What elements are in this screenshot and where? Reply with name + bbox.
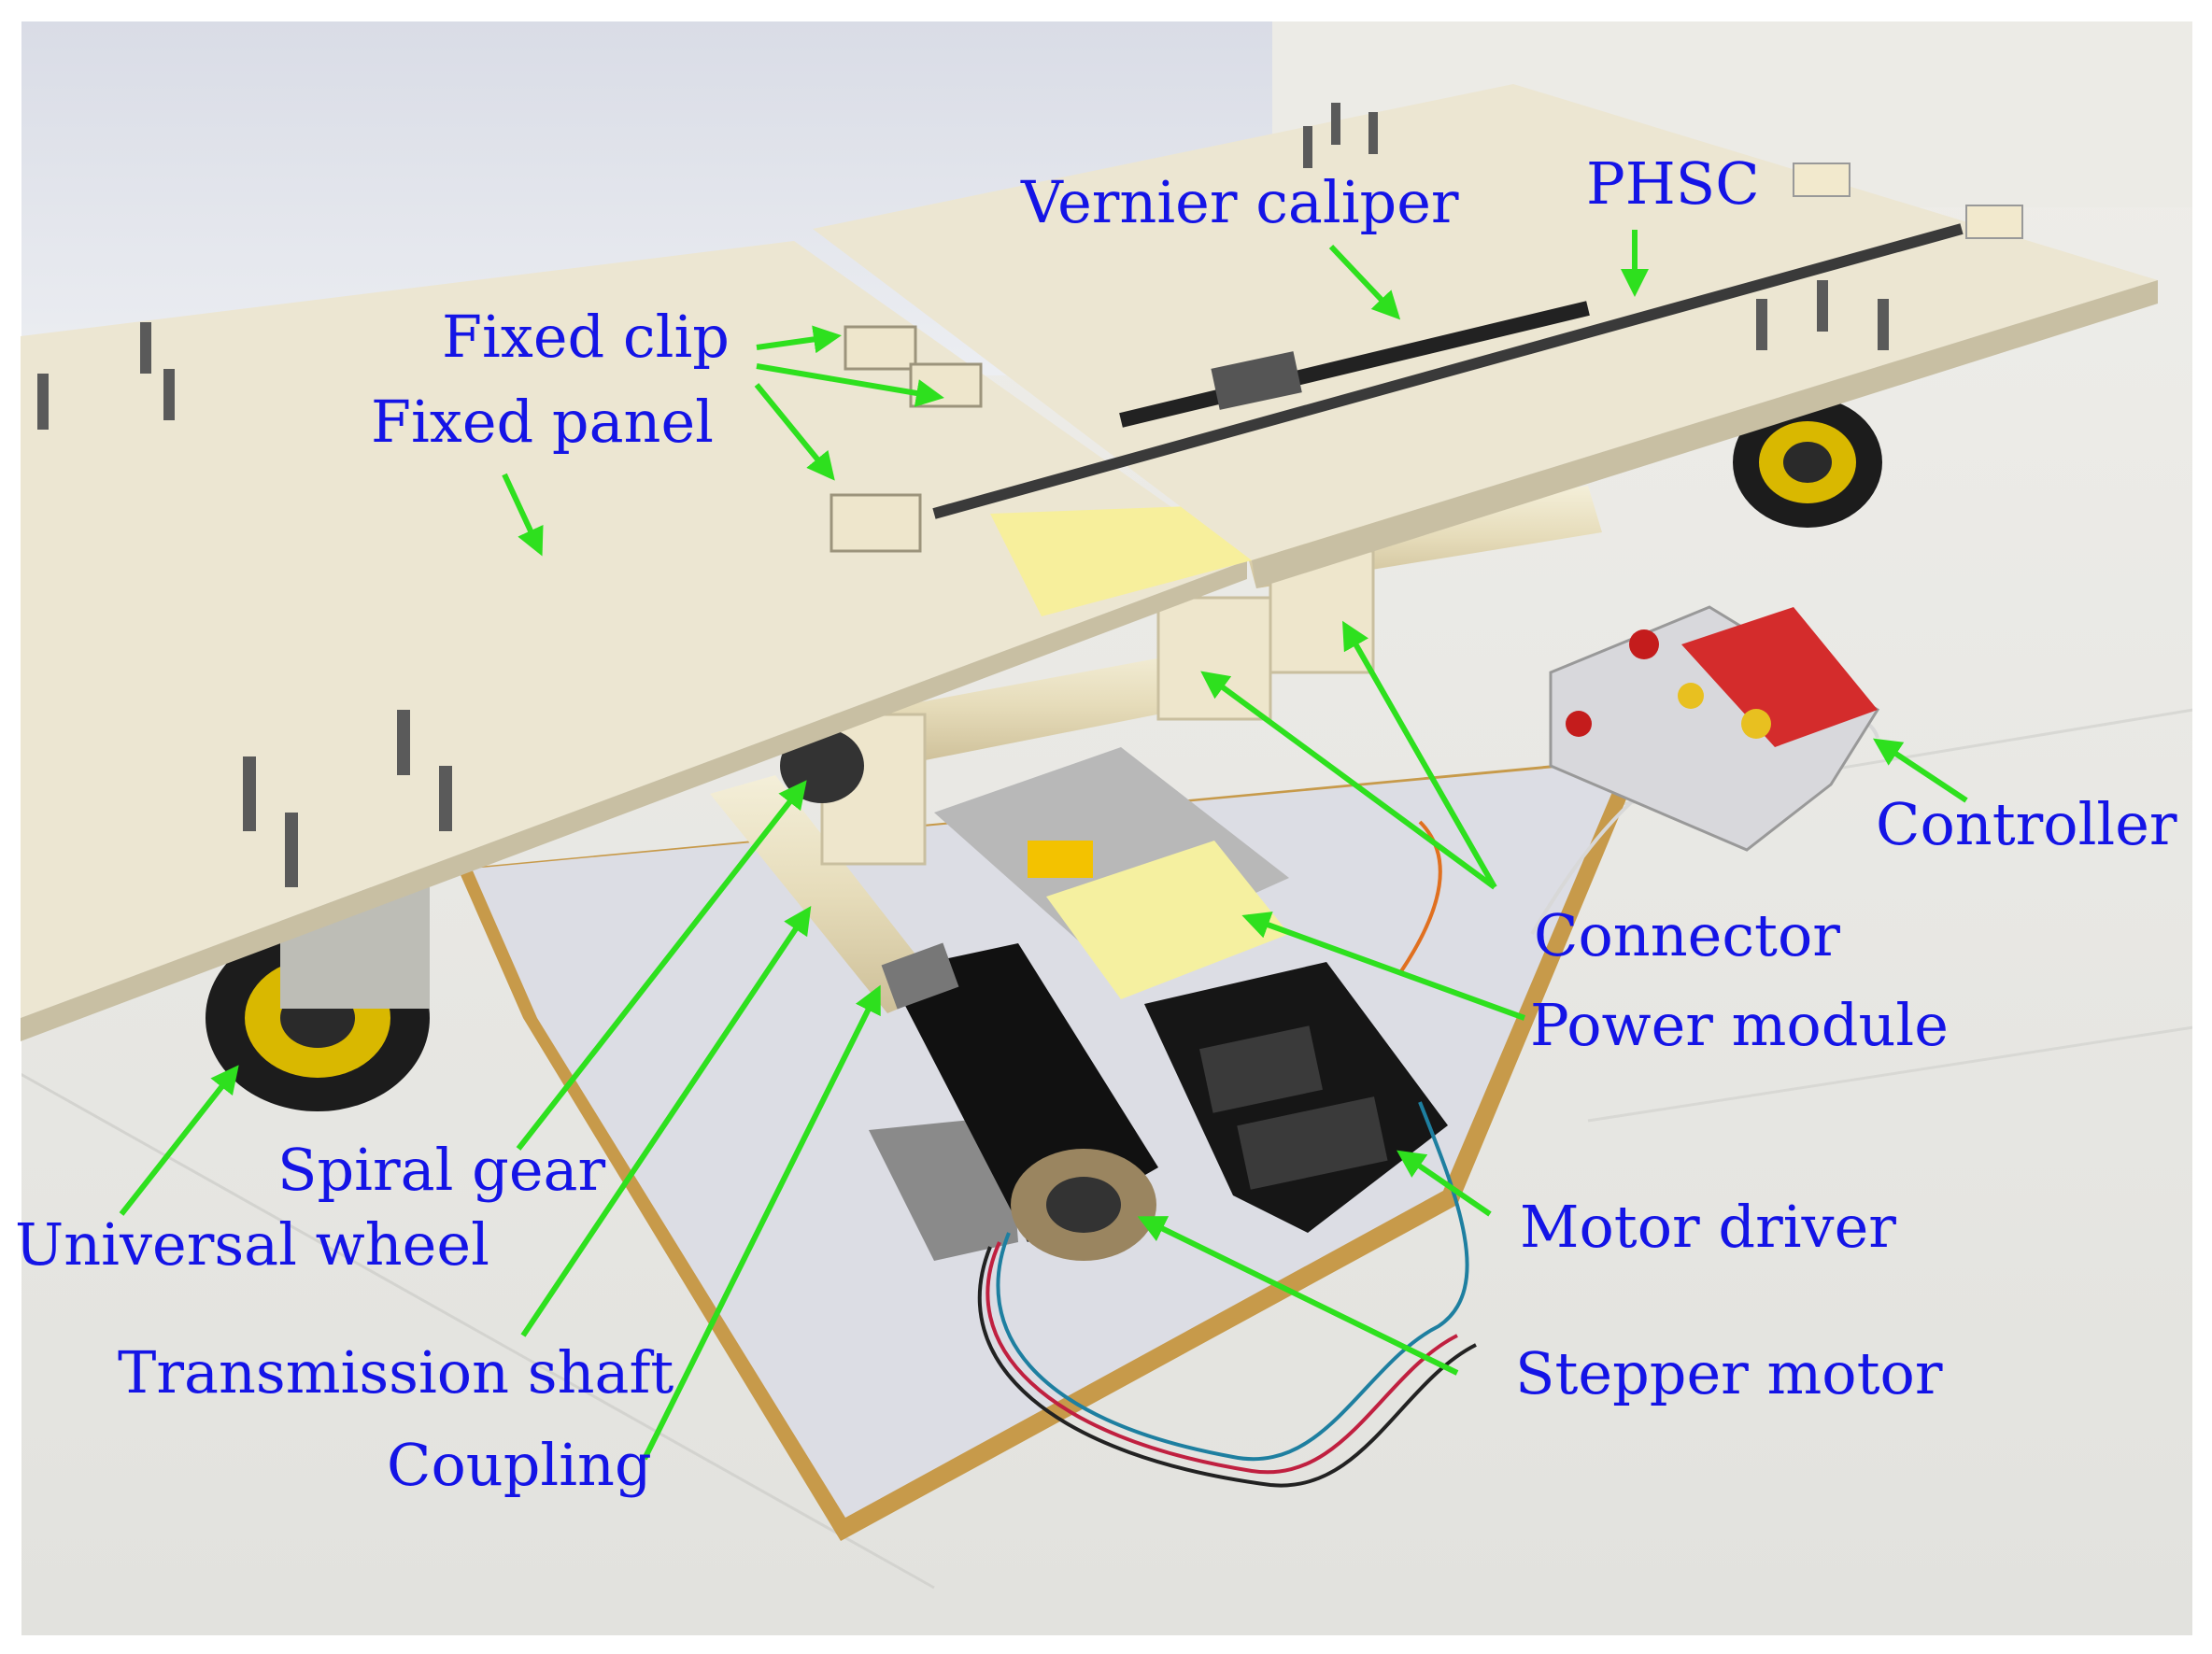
label-spiral-gear: Spiral gear [277,1141,605,1199]
label-connector: Connector [1534,907,1840,965]
label-transmission-shaft: Transmission shaft [118,1344,674,1402]
label-power-module: Power module [1530,997,1949,1054]
label-fixed-panel: Fixed panel [371,393,714,451]
label-vernier-caliper: Vernier caliper [1021,174,1459,232]
label-stepper-motor: Stepper motor [1515,1345,1943,1403]
label-coupling: Coupling [387,1436,652,1494]
label-fixed-clip: Fixed clip [442,308,730,366]
label-motor-driver: Motor driver [1520,1198,1896,1256]
label-controller: Controller [1876,796,2177,854]
label-universal-wheel: Universal wheel [15,1216,489,1274]
label-phsc: PHSC [1586,155,1760,213]
